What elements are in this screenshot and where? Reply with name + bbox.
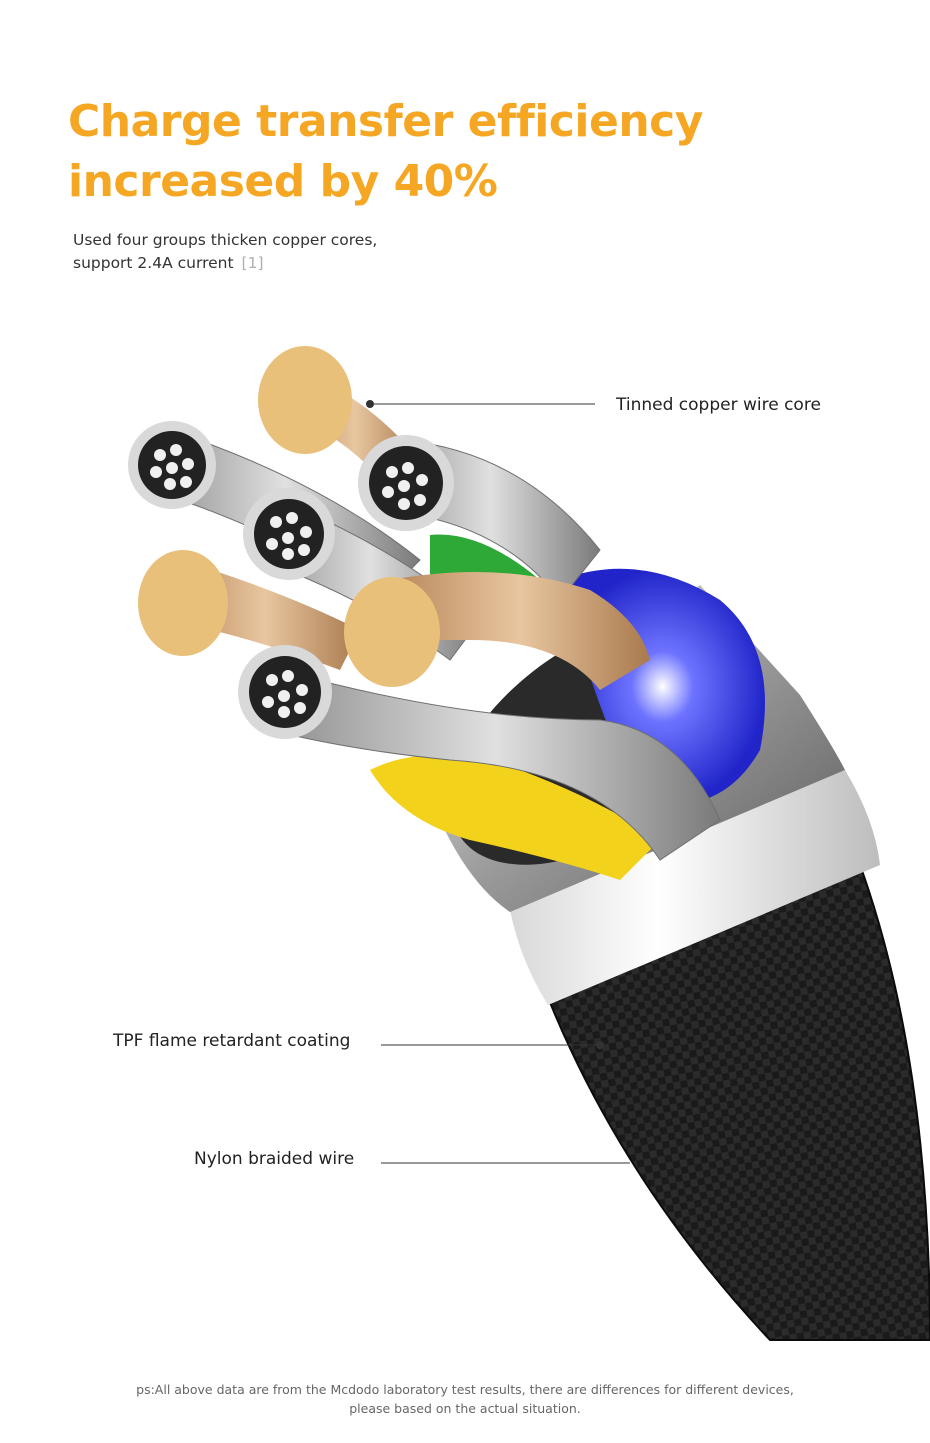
disclaimer-line-2: please based on the actual situation. [349, 1401, 581, 1416]
callout-label-copper-core: Tinned copper wire core [616, 395, 821, 415]
copper-core-center [390, 572, 650, 690]
strand-face-1 [128, 421, 216, 509]
strand-face-3 [243, 488, 335, 580]
callout-dot-copper-core [366, 400, 374, 408]
callout-label-nylon-braid: Nylon braided wire [194, 1149, 355, 1169]
headline: Charge transfer efficiency increased by … [68, 92, 828, 212]
headline-line-2: increased by 40% [68, 156, 498, 207]
cable-cross-section-illustration [128, 346, 930, 1341]
feature-description-line-2: support 2.4A current [1] [73, 252, 573, 275]
copper-core-face-left [138, 550, 228, 656]
copper-core-face-center [344, 577, 440, 687]
tpf-coating-collar [510, 770, 880, 1005]
disclaimer-footnote: ps:All above data are from the Mcdodo la… [0, 1380, 930, 1418]
footnote-reference: [1] [241, 254, 264, 272]
feature-description: Used four groups thicken copper cores, s… [73, 229, 573, 275]
strand-face-2 [358, 435, 454, 531]
disclaimer-line-1: ps:All above data are from the Mcdodo la… [136, 1382, 794, 1397]
callout-dot-tpf-coating [596, 1041, 604, 1049]
headline-line-1: Charge transfer efficiency [68, 96, 703, 147]
yellow-insulation [370, 755, 660, 880]
feature-description-line-2-text: support 2.4A current [73, 254, 234, 272]
copper-core-face-top [258, 346, 352, 454]
feature-description-line-1: Used four groups thicken copper cores, [73, 231, 378, 249]
callout-label-tpf-coating: TPF flame retardant coating [113, 1031, 351, 1051]
strand-face-4 [238, 645, 332, 739]
strand-bundle-bottom [269, 669, 721, 861]
